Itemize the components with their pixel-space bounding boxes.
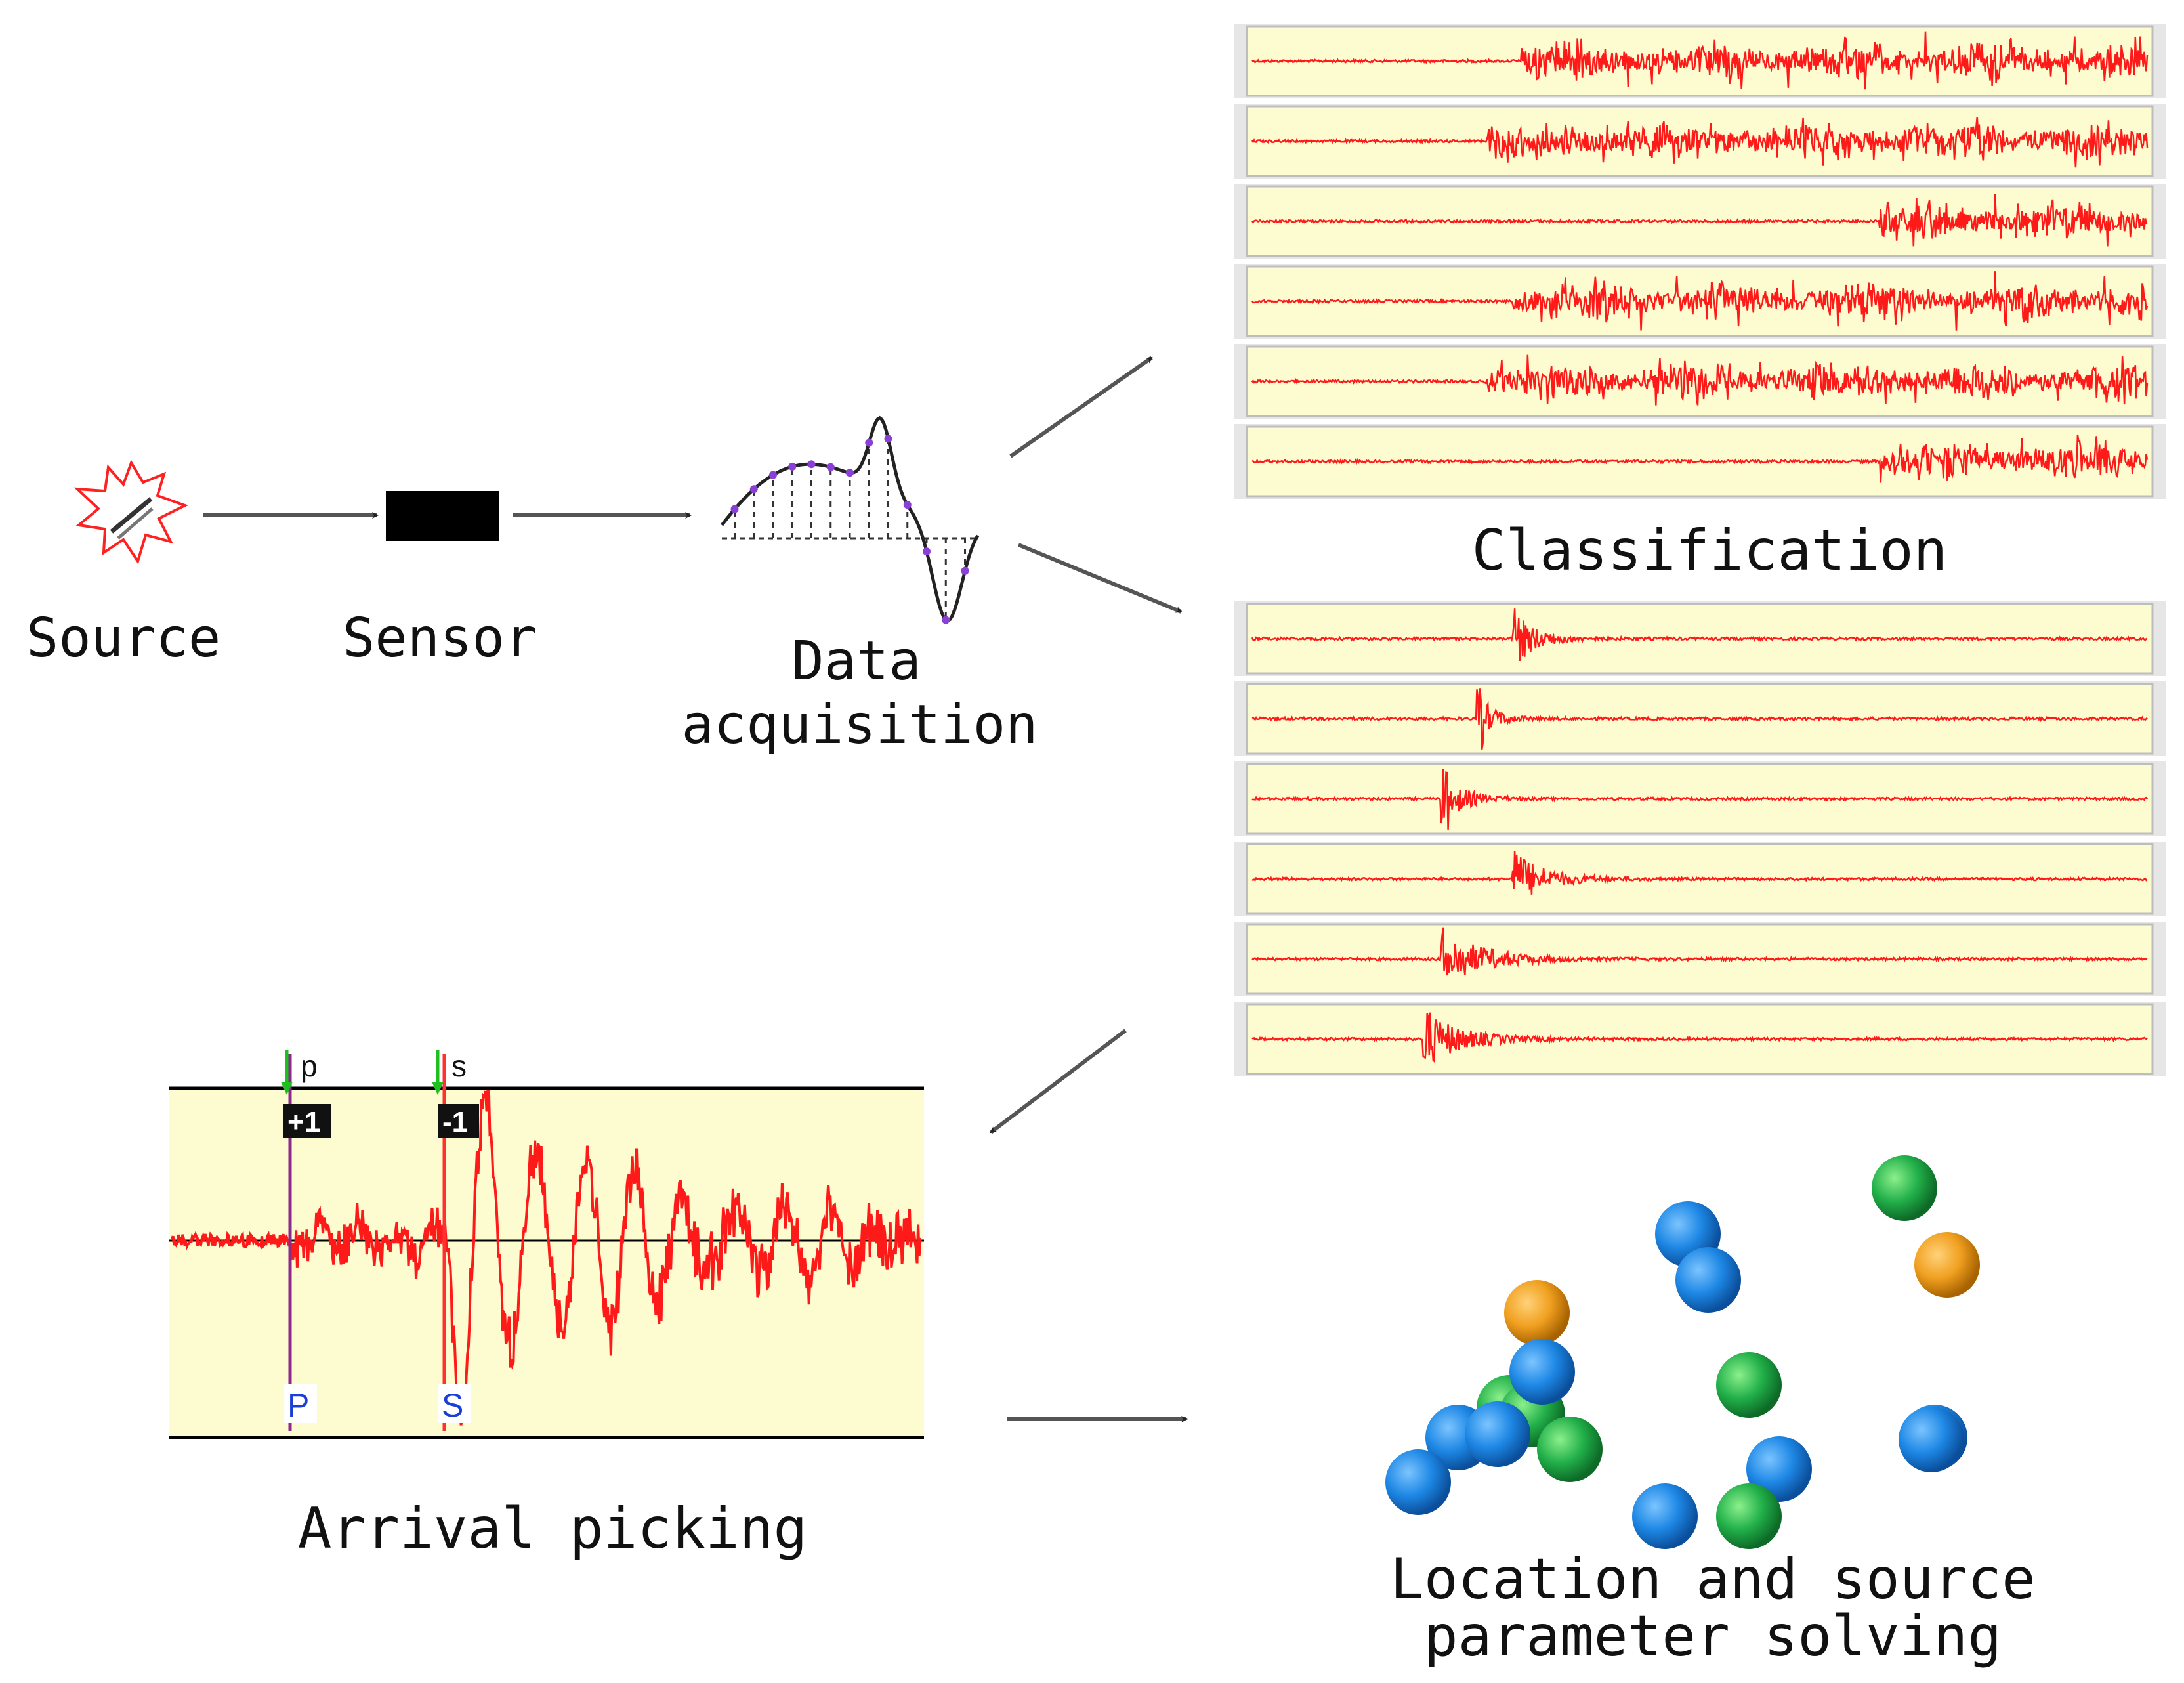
seismogram-strip	[1234, 264, 2166, 339]
sample-dot	[865, 438, 873, 447]
event-sphere-blue	[1632, 1483, 1698, 1549]
seismogram-strip	[1234, 922, 2166, 996]
seismogram-trace	[1251, 851, 2148, 895]
event-sphere-blue	[1385, 1449, 1451, 1515]
p-flag-arrow-icon	[281, 1082, 293, 1095]
s-weight-label: -1	[442, 1106, 468, 1138]
seismogram-strip	[1234, 761, 2166, 836]
sample-dot	[826, 463, 835, 471]
arrow-data-to-upper-panel	[1009, 356, 1153, 458]
seismogram-trace	[1251, 1012, 2148, 1063]
event-sphere-green	[1716, 1352, 1782, 1418]
sample-dot	[942, 616, 950, 624]
seismogram-trace	[1251, 117, 2149, 168]
arrow-classification-to-picking	[990, 1029, 1127, 1134]
data-label-line2: acquisition	[681, 694, 1038, 756]
event-sphere-blue	[1509, 1339, 1575, 1405]
sensor-label: Sensor	[343, 607, 537, 670]
classification-label: Classification	[1472, 518, 1948, 584]
source-label: Source	[26, 607, 220, 670]
seismogram-trace	[1251, 769, 2149, 830]
located-events-cloud	[1385, 1155, 1980, 1549]
event-sphere-blue	[1746, 1436, 1812, 1502]
s-flag-label: s	[452, 1049, 467, 1083]
seismogram-trace	[1251, 688, 2148, 750]
seismogram-trace	[1251, 608, 2148, 662]
p-pick-label: P	[287, 1387, 309, 1424]
source-explosion-icon	[74, 459, 189, 565]
data-label-line1: Data	[791, 630, 921, 692]
sample-dot	[749, 485, 758, 494]
seismogram-trace	[1251, 927, 2148, 976]
sampled-waveform-icon	[721, 415, 980, 624]
classification-panel-events	[1234, 601, 2166, 1076]
seismogram-trace	[1251, 354, 2149, 406]
seismogram-trace	[1251, 31, 2149, 90]
event-sphere-green	[1872, 1155, 1937, 1221]
sample-dot	[807, 460, 816, 469]
seismogram-trace	[1251, 434, 2149, 483]
sample-dot	[961, 566, 969, 575]
seismogram-strip	[1234, 842, 2166, 916]
seismogram-strip	[1234, 424, 2166, 499]
p-letter-box	[284, 1384, 317, 1423]
seismogram-strip	[1234, 344, 2166, 419]
event-sphere-orange	[1914, 1232, 1980, 1298]
classification-panel-continuous	[1234, 24, 2166, 499]
sample-dot	[903, 501, 912, 509]
sample-dot	[846, 469, 854, 477]
picking-plot-background	[169, 1088, 924, 1438]
sample-dot	[884, 435, 892, 443]
seismogram-strip	[1234, 104, 2166, 179]
seismogram-strip	[1234, 24, 2166, 98]
arrival-picking-label: Arrival picking	[298, 1496, 808, 1562]
event-sphere-orange	[1504, 1280, 1570, 1346]
event-sphere-blue	[1899, 1407, 1964, 1472]
seismogram-strip	[1234, 681, 2166, 756]
s-pick-label: S	[442, 1387, 463, 1424]
sample-dot	[769, 471, 777, 479]
event-sphere-green	[1716, 1483, 1782, 1549]
sample-dot	[923, 547, 931, 556]
seismogram-strip	[1234, 601, 2166, 676]
seismogram-strip	[1234, 1002, 2166, 1076]
s-letter-box	[438, 1384, 471, 1423]
arrow-data-to-lower-panel	[1017, 543, 1183, 614]
seismogram-trace	[1251, 194, 2148, 247]
sensor-block-icon	[386, 491, 499, 541]
p-flag-label: p	[301, 1049, 318, 1083]
s-weight-box	[438, 1104, 479, 1138]
p-weight-label: +1	[287, 1106, 320, 1138]
seismogram-strip	[1234, 184, 2166, 259]
seismogram-trace	[1251, 271, 2149, 331]
event-sphere-green	[1537, 1417, 1603, 1482]
location-label-line2: parameter solving	[1424, 1604, 2002, 1669]
location-label-line1: Location and source	[1390, 1546, 2036, 1612]
arrival-picking-plot: p +1 P s -1 S	[169, 1049, 924, 1439]
s-flag-arrow-icon	[432, 1082, 444, 1095]
picking-waveform-trace	[171, 1090, 922, 1426]
event-sphere-blue	[1675, 1247, 1741, 1313]
sample-dot	[788, 462, 797, 471]
event-sphere-blue	[1465, 1401, 1530, 1467]
p-weight-box	[284, 1104, 331, 1138]
sample-dot	[730, 505, 739, 513]
